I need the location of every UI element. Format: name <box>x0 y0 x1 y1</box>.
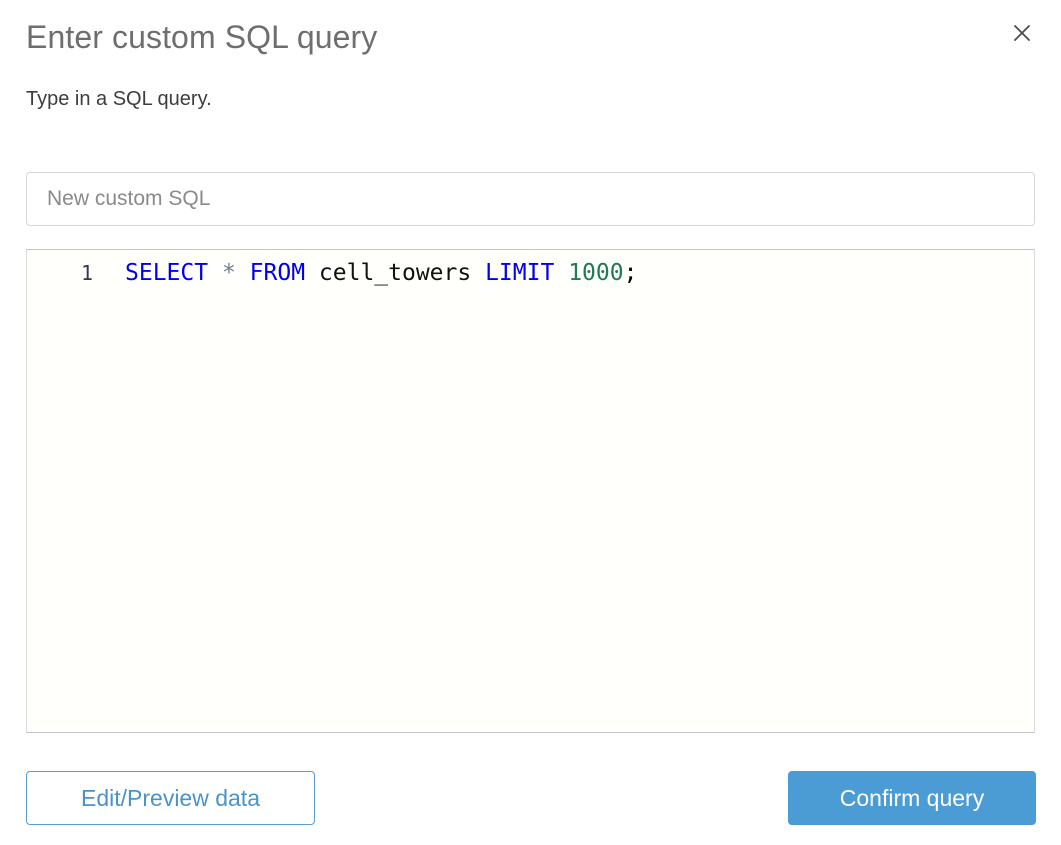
sql-keyword-select: SELECT <box>125 260 209 286</box>
code-space <box>554 260 568 286</box>
code-text[interactable]: SELECT * FROM cell_towers LIMIT 1000; <box>93 250 1034 296</box>
sql-semicolon: ; <box>623 260 638 286</box>
sql-keyword-from: FROM <box>249 260 306 286</box>
confirm-query-button[interactable]: Confirm query <box>788 771 1036 825</box>
close-icon[interactable] <box>1005 16 1039 50</box>
page-title: Enter custom SQL query <box>26 19 378 55</box>
code-line: 1 SELECT * FROM cell_towers LIMIT 1000; <box>27 250 1034 296</box>
sql-code-editor[interactable]: 1 SELECT * FROM cell_towers LIMIT 1000; <box>26 249 1035 733</box>
dialog-subtitle: Type in a SQL query. <box>26 88 212 110</box>
edit-preview-data-button[interactable]: Edit/Preview data <box>26 771 315 825</box>
sql-table-name: cell_towers <box>305 260 486 286</box>
sql-keyword-limit: LIMIT <box>485 260 555 286</box>
line-number: 1 <box>80 261 93 285</box>
query-name-input[interactable] <box>26 172 1035 226</box>
code-space <box>236 260 250 286</box>
code-space <box>208 260 222 286</box>
sql-star-token: * <box>221 260 236 286</box>
sql-limit-value: 1000 <box>568 260 624 286</box>
